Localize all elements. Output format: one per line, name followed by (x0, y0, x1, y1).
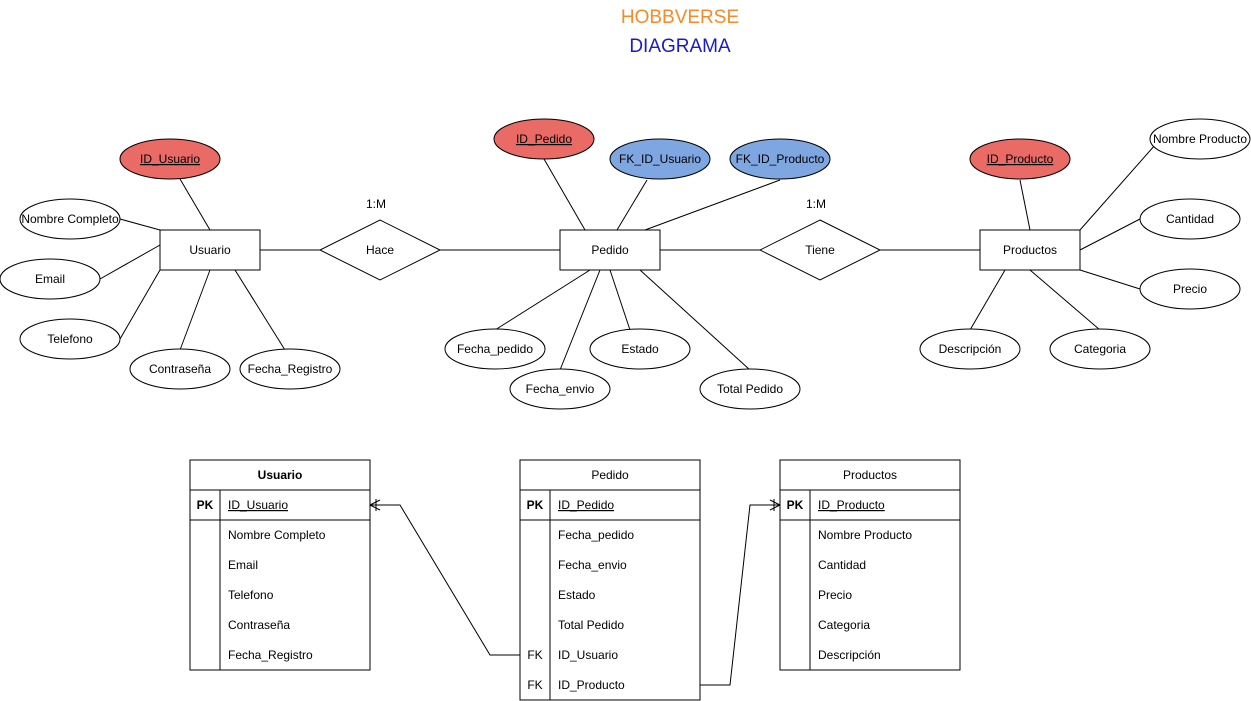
cardinality-hace: 1:M (366, 197, 386, 211)
entity-productos[interactable]: Productos (979, 229, 1081, 271)
table-productos-pk-marker: PK (787, 498, 804, 512)
attr-email[interactable]: Email (0, 258, 101, 300)
attr-fk-id-usuario-label: FK_ID_Usuario (619, 152, 701, 166)
attr-categoria-label: Categoria (1074, 342, 1126, 356)
attr-cantidad[interactable]: Cantidad (1139, 198, 1241, 240)
attr-categoria[interactable]: Categoria (1049, 328, 1151, 370)
attr-id-usuario[interactable]: ID_Usuario (119, 138, 221, 180)
attr-id-producto[interactable]: ID_Producto (969, 138, 1071, 180)
table-productos-field: Categoria (818, 618, 870, 632)
table-usuario[interactable]: Usuario PK ID_Usuario Nombre Completo Em… (189, 459, 371, 671)
attr-id-pedido[interactable]: ID_Pedido (493, 118, 595, 160)
table-pedido-field: Estado (558, 588, 596, 602)
table-usuario-pk-marker: PK (197, 498, 214, 512)
table-productos-field: Precio (818, 588, 852, 602)
table-usuario-pk-field: ID_Usuario (228, 498, 288, 512)
entity-usuario[interactable]: Usuario (159, 229, 261, 271)
table-usuario-field: Contraseña (228, 618, 290, 632)
attr-telefono-label: Telefono (47, 332, 93, 346)
attr-fk-id-producto-label: FK_ID_Producto (736, 152, 825, 166)
attr-id-pedido-label: ID_Pedido (516, 132, 572, 146)
table-connectors (369, 499, 781, 686)
attr-telefono[interactable]: Telefono (19, 318, 121, 360)
table-pedido-field: Total Pedido (558, 618, 624, 632)
entity-pedido-label: Pedido (591, 243, 629, 257)
attr-estado[interactable]: Estado (589, 328, 691, 370)
table-productos-title: Productos (843, 468, 897, 482)
attr-precio-label: Precio (1173, 282, 1207, 296)
attr-descripcion-label: Descripción (939, 342, 1002, 356)
table-pedido-field: Fecha_pedido (558, 528, 634, 542)
attr-descripcion[interactable]: Descripción (919, 328, 1021, 370)
attr-nombre-completo[interactable]: Nombre Completo (19, 198, 121, 240)
attr-fecha-registro[interactable]: Fecha_Registro (239, 348, 341, 390)
relationship-tiene[interactable]: Tiene (758, 219, 882, 281)
table-usuario-field: Fecha_Registro (228, 648, 313, 662)
table-pedido[interactable]: Pedido PK ID_Pedido Fecha_pedido Fecha_e… (519, 459, 701, 701)
table-pedido-pk-marker: PK (527, 498, 544, 512)
cardinality-tiene: 1:M (806, 197, 826, 211)
attr-estado-label: Estado (621, 342, 659, 356)
attr-nombre-producto[interactable]: Nombre Producto (1149, 118, 1251, 160)
table-pedido-field: Fecha_envio (558, 558, 627, 572)
relationship-hace[interactable]: Hace (318, 219, 442, 281)
table-pedido-fk-marker: FK (527, 678, 542, 692)
table-productos-pk-field: ID_Producto (818, 498, 885, 512)
attr-contrasena-label: Contraseña (149, 362, 211, 376)
er-connectors (99, 144, 1156, 371)
relationship-hace-label: Hace (366, 243, 394, 257)
attr-nombre-completo-label: Nombre Completo (21, 212, 119, 226)
table-productos-field: Nombre Producto (818, 528, 912, 542)
attr-id-producto-label: ID_Producto (987, 152, 1054, 166)
table-productos-field: Descripción (818, 648, 881, 662)
diagram-subtitle: DIAGRAMA (629, 36, 731, 57)
table-pedido-pk-field: ID_Pedido (558, 498, 614, 512)
table-usuario-title: Usuario (258, 468, 303, 482)
table-usuario-field: Telefono (228, 588, 274, 602)
table-productos-field: Cantidad (818, 558, 866, 572)
attr-fk-id-usuario[interactable]: FK_ID_Usuario (609, 138, 711, 180)
diagram-title: HOBBVERSE (621, 7, 739, 28)
entity-pedido[interactable]: Pedido (559, 229, 661, 271)
table-pedido-fk-field: ID_Usuario (558, 648, 618, 662)
attr-fk-id-producto[interactable]: FK_ID_Producto (729, 138, 831, 180)
attr-id-usuario-label: ID_Usuario (140, 152, 200, 166)
table-pedido-title: Pedido (591, 468, 629, 482)
attr-precio[interactable]: Precio (1139, 268, 1241, 310)
attr-fecha-envio[interactable]: Fecha_envio (509, 368, 611, 410)
attr-total-pedido[interactable]: Total Pedido (699, 368, 801, 410)
attr-total-pedido-label: Total Pedido (717, 382, 783, 396)
table-productos[interactable]: Productos PK ID_Producto Nombre Producto… (779, 459, 961, 671)
table-pedido-fk-marker: FK (527, 648, 542, 662)
table-pedido-fk-field: ID_Producto (558, 678, 625, 692)
attr-fecha-envio-label: Fecha_envio (526, 382, 595, 396)
attr-fecha-pedido[interactable]: Fecha_pedido (444, 328, 546, 370)
table-usuario-field: Email (228, 558, 258, 572)
attr-email-label: Email (35, 272, 65, 286)
entity-usuario-label: Usuario (189, 243, 231, 257)
table-usuario-field: Nombre Completo (228, 528, 326, 542)
attr-nombre-producto-label: Nombre Producto (1153, 132, 1247, 146)
attr-contrasena[interactable]: Contraseña (129, 348, 231, 390)
attr-fecha-pedido-label: Fecha_pedido (457, 342, 533, 356)
attr-fecha-registro-label: Fecha_Registro (248, 362, 333, 376)
entity-productos-label: Productos (1003, 243, 1057, 257)
attr-cantidad-label: Cantidad (1166, 212, 1214, 226)
relationship-tiene-label: Tiene (805, 243, 835, 257)
